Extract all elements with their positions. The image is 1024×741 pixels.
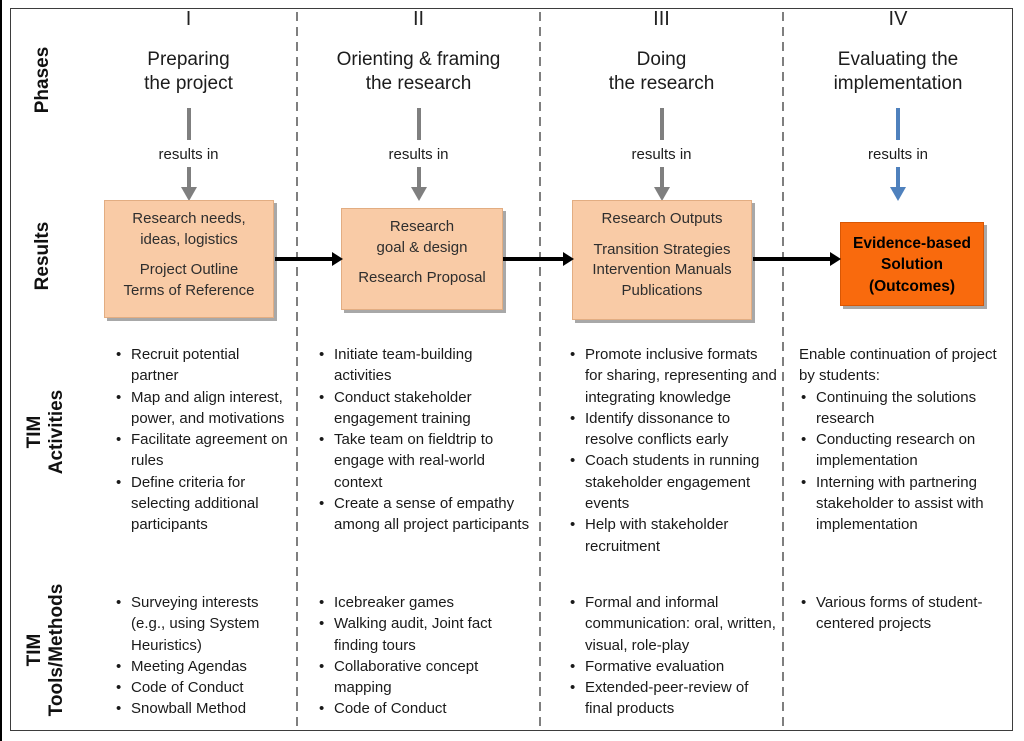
flow-arrow-icon bbox=[503, 251, 574, 266]
tools-list: Icebreaker gamesWalking audit, Joint fac… bbox=[297, 592, 534, 720]
list-item: Continuing the solutions research bbox=[799, 387, 1007, 430]
box-line bbox=[109, 250, 269, 260]
activities-list: Recruit potential partnerMap and align i… bbox=[80, 344, 291, 536]
activities-intro: Enable continuation of project by studen… bbox=[799, 346, 997, 385]
list-item: Formal and informal communication: oral,… bbox=[568, 592, 777, 656]
phase-title: Doing the research bbox=[608, 49, 715, 94]
box-line: Intervention Manuals bbox=[592, 261, 732, 279]
tools-list: Formal and informal communication: oral,… bbox=[540, 592, 777, 720]
box-line: Publications bbox=[621, 282, 703, 300]
down-arrow-icon bbox=[653, 167, 670, 201]
list-item: Extended-peer-review of final products bbox=[568, 677, 777, 720]
connector-line bbox=[416, 108, 421, 140]
list-item: Interning with partnering stakeholder to… bbox=[799, 472, 1007, 536]
list-item: Surveying interests (e.g., using System … bbox=[114, 592, 291, 656]
list-item: Take team on fieldtrip to engage with re… bbox=[317, 429, 534, 493]
list-item: Meeting Agendas bbox=[114, 656, 291, 678]
down-arrow-icon bbox=[890, 167, 906, 201]
activities-list: Initiate team-building activitiesConduct… bbox=[297, 344, 534, 536]
phase-column-3: III Doing the research results in Resear… bbox=[540, 0, 783, 741]
connector-line bbox=[186, 108, 191, 140]
list-item: Coach students in running stakeholder en… bbox=[568, 450, 777, 514]
row-label-results: Results bbox=[32, 221, 54, 291]
phase-numeral: IV bbox=[888, 8, 908, 30]
phase-title: Preparing the project bbox=[144, 49, 233, 94]
list-item: Map and align interest, power, and motiv… bbox=[114, 387, 291, 430]
box-line: Research Proposal bbox=[358, 269, 486, 287]
connector-line bbox=[896, 108, 900, 140]
box-line: goal & design bbox=[376, 238, 468, 256]
list-item: Facilitate agreement on rules bbox=[114, 429, 291, 472]
box-line: Project Outline bbox=[139, 261, 239, 279]
list-item: Code of Conduct bbox=[114, 677, 291, 699]
down-arrow-icon bbox=[410, 167, 427, 201]
phase-numeral: II bbox=[412, 8, 425, 30]
box-line: Research needs, bbox=[132, 210, 246, 227]
box-line: Research bbox=[389, 218, 455, 235]
list-item: Conduct stakeholder engagement training bbox=[317, 387, 534, 430]
phase-title: Evaluating the implementation bbox=[833, 49, 963, 94]
phase-title: Orienting & framing the research bbox=[336, 49, 501, 94]
column-divider bbox=[782, 12, 784, 728]
list-item: Conducting research on implementation bbox=[799, 429, 1007, 472]
results-in-label: results in bbox=[388, 146, 449, 163]
phase-column-2: II Orienting & framing the research resu… bbox=[297, 0, 540, 741]
figure-border bbox=[10, 8, 1013, 731]
flow-arrow-icon bbox=[753, 251, 841, 266]
down-arrow-icon bbox=[180, 167, 197, 201]
list-item: Promote inclusive formats for sharing, r… bbox=[568, 344, 777, 408]
phase-numeral: III bbox=[653, 8, 670, 30]
list-item: Define criteria for selecting additional… bbox=[114, 472, 291, 536]
list-item: Collaborative concept mapping bbox=[317, 656, 534, 699]
flow-arrow-icon bbox=[275, 251, 343, 266]
box-line: Research Outputs bbox=[601, 210, 723, 227]
row-label-tim-activities: TIM Activities bbox=[24, 389, 67, 475]
results-in-label: results in bbox=[158, 146, 219, 163]
list-item: Initiate team-building activities bbox=[317, 344, 534, 387]
column-divider bbox=[539, 12, 541, 728]
phase-column-4: IV Evaluating the implementation results… bbox=[783, 0, 1013, 741]
box-line: (Outcomes) bbox=[868, 277, 956, 295]
list-item: Walking audit, Joint fact finding tours bbox=[317, 613, 534, 656]
row-label-phases: Phases bbox=[32, 46, 54, 114]
list-item: Formative evaluation bbox=[568, 656, 777, 678]
box-line bbox=[346, 258, 498, 268]
box-line: Evidence-based bbox=[852, 235, 972, 252]
box-line: Terms of Reference bbox=[123, 282, 255, 300]
results-in-label: results in bbox=[631, 146, 692, 163]
list-item: Identify dissonance to resolve conflicts… bbox=[568, 408, 777, 451]
box-line: ideas, logistics bbox=[140, 230, 238, 248]
list-item: Recruit potential partner bbox=[114, 344, 291, 387]
list-item: Icebreaker games bbox=[317, 592, 534, 614]
box-line: Transition Strategies bbox=[593, 240, 731, 258]
tools-list: Various forms of student-centered projec… bbox=[783, 592, 1007, 635]
box-line: Solution bbox=[881, 256, 943, 274]
list-item: Code of Conduct bbox=[317, 698, 534, 720]
list-item: Various forms of student-centered projec… bbox=[799, 592, 1007, 635]
tools-list: Surveying interests (e.g., using System … bbox=[80, 592, 291, 720]
list-item: Snowball Method bbox=[114, 698, 291, 720]
connector-line bbox=[659, 108, 664, 140]
list-item: Help with stakeholder recruitment bbox=[568, 514, 777, 557]
row-label-tim-tools-methods: TIM Tools/Methods bbox=[24, 583, 67, 717]
left-edge-line bbox=[0, 0, 2, 741]
activities-list: Enable continuation of project by studen… bbox=[783, 344, 1007, 536]
activities-list: Promote inclusive formats for sharing, r… bbox=[540, 344, 777, 557]
list-item: Create a sense of empathy among all proj… bbox=[317, 493, 534, 536]
phase-numeral: I bbox=[185, 8, 192, 30]
phase-column-1: I Preparing the project results in Resea… bbox=[80, 0, 297, 741]
box-line bbox=[577, 230, 747, 240]
results-in-label: results in bbox=[867, 146, 929, 163]
column-divider bbox=[296, 12, 298, 728]
